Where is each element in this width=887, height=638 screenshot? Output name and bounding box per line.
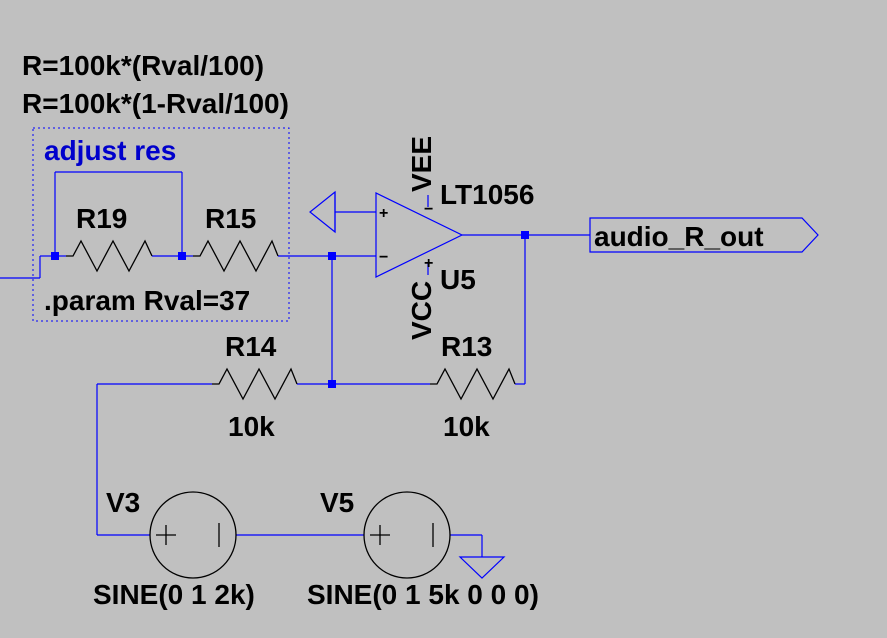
u5-name-label: U5 bbox=[440, 264, 476, 295]
junction-node bbox=[328, 380, 336, 388]
r-lower-expression: R=100k*(1-Rval/100) bbox=[22, 88, 289, 119]
u5-plus-pin: + bbox=[379, 205, 388, 222]
v3-label: V3 bbox=[106, 487, 140, 518]
u5-vcc-plus: + bbox=[424, 255, 433, 272]
r13-label: R13 bbox=[441, 331, 492, 362]
wires bbox=[0, 171, 590, 557]
r15-label: R15 bbox=[205, 203, 256, 234]
junction-node bbox=[328, 252, 336, 260]
ground-triangle-icon bbox=[458, 556, 506, 579]
junction-node bbox=[178, 252, 186, 260]
junction-node bbox=[521, 231, 529, 239]
u5-vcc-label: VCC bbox=[406, 281, 437, 340]
adjust-res-group-box[interactable] bbox=[32, 127, 290, 322]
v3-voltage-source[interactable] bbox=[149, 491, 237, 579]
u5-vee-minus: − bbox=[424, 201, 433, 218]
v5-voltage-source[interactable] bbox=[363, 491, 451, 579]
v5-label: V5 bbox=[320, 487, 354, 518]
output-net-label[interactable] bbox=[589, 217, 819, 253]
junction-node bbox=[51, 252, 59, 260]
r13-value: 10k bbox=[443, 411, 490, 442]
r19-label: R19 bbox=[76, 203, 127, 234]
u5-vee-label: VEE bbox=[406, 136, 437, 192]
r-upper-expression: R=100k*(Rval/100) bbox=[22, 50, 264, 81]
u5-opamp[interactable] bbox=[375, 192, 464, 278]
r14-value: 10k bbox=[228, 411, 275, 442]
r15-resistor[interactable] bbox=[193, 239, 279, 273]
v5-value: SINE(0 1 5k 0 0 0) bbox=[307, 579, 539, 610]
r14-label: R14 bbox=[225, 331, 277, 362]
v3-value: SINE(0 1 2k) bbox=[93, 579, 255, 610]
ground-triangle-icon bbox=[309, 190, 336, 234]
output-net-label-text: audio_R_out bbox=[594, 221, 764, 252]
param-directive[interactable]: .param Rval=37 bbox=[44, 285, 250, 316]
r13-resistor[interactable] bbox=[430, 367, 516, 401]
u5-minus-pin: − bbox=[379, 249, 388, 266]
u5-model-label: LT1056 bbox=[440, 179, 534, 210]
r14-resistor[interactable] bbox=[212, 367, 298, 401]
r19-resistor[interactable] bbox=[66, 239, 153, 273]
adjust-res-label: adjust res bbox=[44, 135, 176, 166]
